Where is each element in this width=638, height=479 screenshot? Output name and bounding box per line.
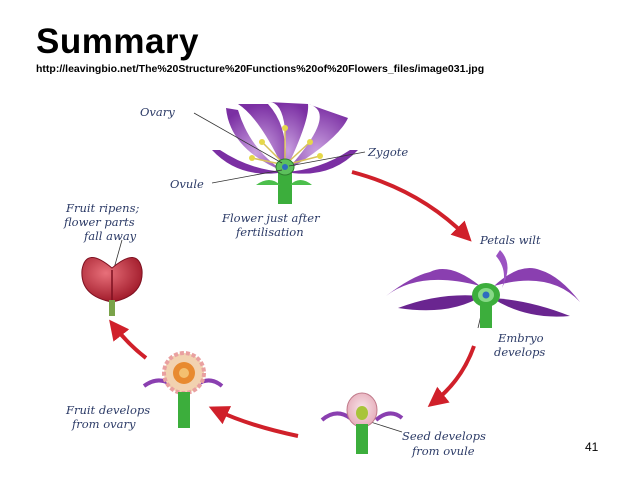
wilted-flower (386, 250, 580, 328)
label-seed-1: Seed develops (402, 429, 486, 443)
ripe-fruit (81, 257, 143, 316)
label-flower-after-2: fertilisation (235, 225, 304, 239)
slide-title: Summary (36, 22, 200, 61)
label-seed-2: from ovule (411, 444, 475, 458)
developing-fruit (142, 351, 224, 428)
label-ovary: Ovary (140, 105, 175, 119)
label-flower-after-1: Flower just after (221, 211, 321, 225)
flower-after-fertilisation (212, 101, 358, 204)
arrow-to-fruit-ripens (109, 319, 148, 360)
page-number: 41 (585, 440, 599, 454)
label-fruit-develops-2: from ovary (71, 417, 136, 431)
arrow-to-seed (427, 345, 476, 407)
arrow-to-petals-wilt (351, 170, 472, 242)
label-embryo-2: develops (494, 345, 545, 359)
label-ovule: Ovule (170, 177, 204, 191)
arrow-to-fruit-develops (208, 406, 299, 438)
label-embryo-1: Embryo (497, 331, 544, 345)
label-fruit-ripens-1: Fruit ripens; (65, 201, 139, 215)
label-fruit-ripens-3: fall away (83, 229, 137, 243)
label-petals-wilt: Petals wilt (479, 233, 541, 247)
seed-stage (320, 392, 404, 454)
label-zygote: Zygote (367, 145, 408, 159)
source-url: http://leavingbio.net/The%20Structure%20… (36, 63, 485, 75)
label-fruit-ripens-2: flower parts (63, 215, 135, 229)
cycle-arrows (109, 170, 476, 438)
label-fruit-develops-1: Fruit develops (65, 403, 150, 417)
